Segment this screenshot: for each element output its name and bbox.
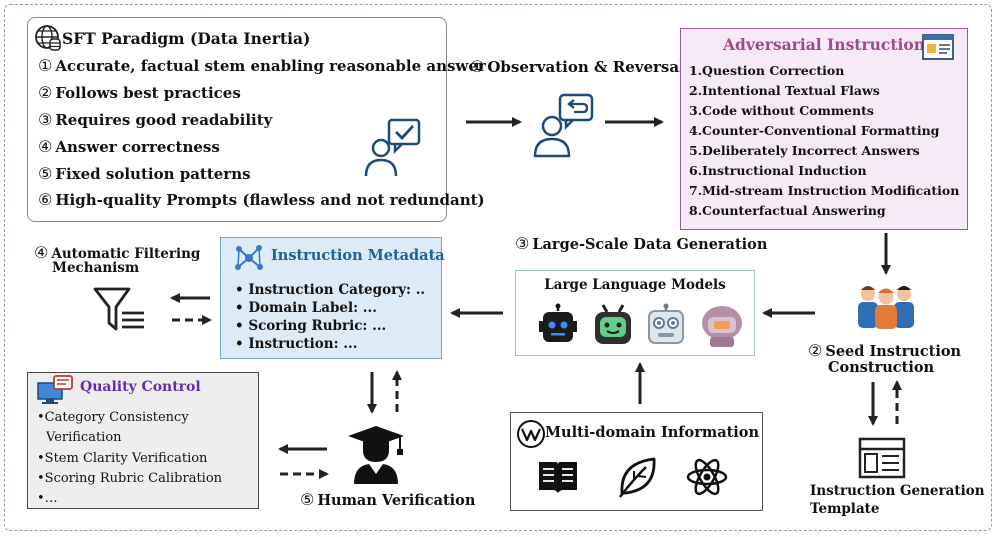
- globe-database-icon: [35, 25, 61, 51]
- open-book-icon: [539, 462, 577, 493]
- user-check-chat-icon: [364, 118, 421, 177]
- adversarial-item: 6.Instructional Induction: [689, 163, 867, 178]
- adversarial-item: 5.Deliberately Incorrect Answers: [689, 143, 920, 158]
- llm-box: Large Language Models: [515, 270, 755, 356]
- adversarial-item: 1.Question Correction: [689, 63, 845, 78]
- quality-control-box: Quality Control •Category Consistency Ve…: [27, 372, 259, 509]
- pink-robot-icon: [702, 306, 742, 347]
- adversarial-item: 7.Mid-stream Instruction Modification: [689, 183, 960, 198]
- template-layout-icon: [858, 437, 906, 479]
- adversarial-title: Adversarial Instructions: [723, 35, 934, 54]
- user-undo-chat-icon: [533, 93, 594, 158]
- llm-title: Large Language Models: [544, 277, 726, 293]
- quality-item: •Scoring Rubric Calibration: [37, 471, 223, 486]
- quality-item: •Category Consistency: [37, 410, 189, 425]
- adversarial-instructions-box: Adversarial Instructions 1.Question Corr…: [680, 28, 968, 230]
- leaf-icon: [619, 457, 656, 498]
- seed-construction-label: Construction: [828, 359, 935, 376]
- diagram-frame: [4, 4, 992, 531]
- network-graph-icon: [235, 245, 263, 270]
- wikipedia-icon: [517, 420, 545, 448]
- robot-icon: [539, 303, 577, 342]
- metadata-item: • Scoring Rubric: ...: [235, 318, 387, 334]
- quality-title: Quality Control: [80, 379, 201, 395]
- template-label-line1: Instruction Generation: [810, 483, 985, 499]
- filter-label-line2: Mechanism: [52, 260, 140, 276]
- sft-title: SFT Paradigm (Data Inertia): [62, 29, 311, 48]
- multidomain-box: Multi-domain Information: [510, 412, 763, 511]
- metadata-item: • Instruction: ...: [235, 336, 358, 352]
- graduate-person-icon: [348, 426, 404, 484]
- browser-window-icon: [922, 34, 954, 60]
- team-people-icon: [858, 286, 914, 329]
- green-robot-icon: [595, 304, 631, 344]
- adversarial-item: 4.Counter-Conventional Formatting: [689, 123, 940, 138]
- monitor-chat-icon: [37, 375, 73, 404]
- quality-item: •Stem Clarity Verification: [37, 451, 208, 466]
- template-label-line2: Template: [810, 501, 880, 517]
- quality-item: Verification: [46, 430, 122, 445]
- metadata-item: • Instruction Category: ..: [235, 282, 426, 298]
- instruction-metadata-box: Instruction Metadata • Instruction Categ…: [220, 237, 445, 359]
- grey-robot-icon: [648, 303, 684, 344]
- multidomain-title: Multi-domain Information: [545, 424, 760, 441]
- metadata-item: • Domain Label: ...: [235, 300, 377, 316]
- adversarial-item: 2.Intentional Textual Flaws: [689, 83, 880, 98]
- quality-item: •…: [37, 491, 58, 506]
- adversarial-item: 8.Counterfactual Answering: [689, 203, 886, 218]
- filter-list-icon: [93, 287, 144, 331]
- adversarial-item: 3.Code without Comments: [689, 103, 874, 118]
- atom-icon: [686, 458, 728, 496]
- metadata-title: Instruction Metadata: [271, 247, 445, 264]
